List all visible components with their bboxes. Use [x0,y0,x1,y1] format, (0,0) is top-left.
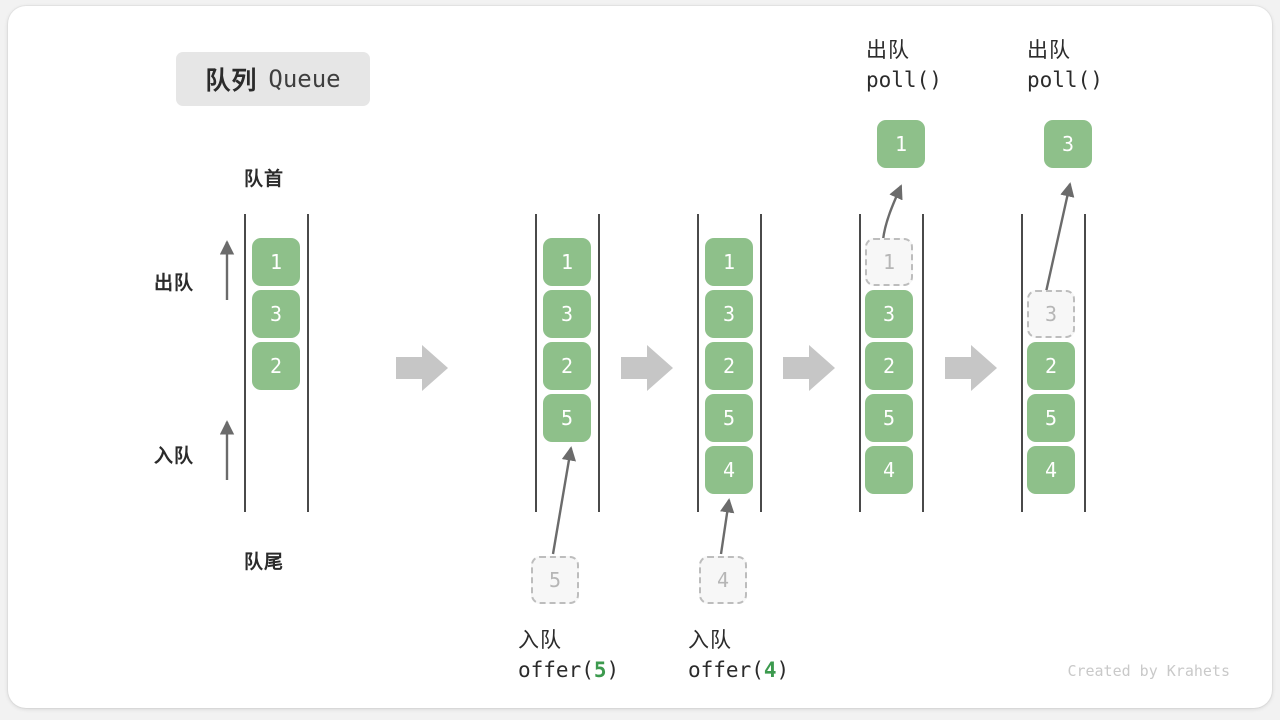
caption-cn: 出队 [866,38,910,62]
rail-right-stage-3 [760,214,762,512]
rail-left-stage-5 [1021,214,1023,512]
dequeue-direction-arrow [219,240,235,300]
incoming-element-placeholder: 4 [699,556,747,604]
enqueue-motion-arrow-stage-2 [551,446,577,555]
diagram-card: 队列 Queue 队首 队尾 出队 入队 1 3 2 [8,6,1272,708]
queue-element: 3 [865,290,913,338]
enqueue-motion-arrow-stage-3 [719,498,735,555]
stage-transition-arrow [396,345,448,391]
popped-element: 3 [1044,120,1092,168]
queue-element: 3 [705,290,753,338]
caption-code: offer(4) [688,657,790,682]
caption-code: offer(5) [518,657,620,682]
credit-text: Created by Krahets [1067,662,1230,680]
rail-right-stage-5 [1084,214,1086,512]
caption-code: poll() [866,67,942,92]
label-enqueue-side: 入队 [154,445,195,467]
rail-right-stage-4 [922,214,924,512]
dequeue-motion-arrow-stage-5 [1044,182,1075,293]
rail-right-stage-1 [307,214,309,512]
label-dequeue-side: 出队 [154,272,195,294]
stage-transition-arrow [945,345,997,391]
caption-cn: 出队 [1027,38,1071,62]
caption-stage-4: 出队 poll() [866,36,942,96]
incoming-element-placeholder: 5 [531,556,579,604]
caption-stage-2: 入队 offer(5) [518,626,619,686]
label-queue-rear: 队尾 [244,551,285,573]
enqueue-direction-arrow [219,420,235,480]
stage-transition-arrow [621,345,673,391]
queue-element: 4 [1027,446,1075,494]
popped-element: 1 [877,120,925,168]
queue-element: 3 [252,290,300,338]
queue-element: 2 [543,342,591,390]
queue-element: 5 [1027,394,1075,442]
label-queue-front: 队首 [244,168,285,190]
caption-stage-3: 入队 offer(4) [688,626,789,686]
caption-stage-5: 出队 poll() [1027,36,1103,96]
title-english: Queue [268,65,341,93]
rail-left-stage-2 [535,214,537,512]
queue-element: 1 [252,238,300,286]
rail-right-stage-2 [598,214,600,512]
queue-element-new: 4 [705,446,753,494]
removed-element-placeholder: 3 [1027,290,1075,338]
rail-left-stage-3 [697,214,699,512]
caption-cn: 入队 [688,628,732,652]
title-chinese: 队列 [205,66,258,95]
caption-cn: 入队 [518,628,562,652]
queue-element: 2 [865,342,913,390]
queue-element: 1 [705,238,753,286]
caption-code: poll() [1027,67,1103,92]
title-badge: 队列 Queue [176,52,370,106]
removed-element-placeholder: 1 [865,238,913,286]
queue-element: 2 [252,342,300,390]
queue-element: 2 [705,342,753,390]
queue-element: 1 [543,238,591,286]
stage-transition-arrow [783,345,835,391]
queue-element: 2 [1027,342,1075,390]
queue-element: 4 [865,446,913,494]
queue-element: 5 [705,394,753,442]
dequeue-motion-arrow-stage-4 [881,184,903,241]
queue-element: 5 [865,394,913,442]
queue-element: 3 [543,290,591,338]
queue-element-new: 5 [543,394,591,442]
rail-left-stage-1 [244,214,246,512]
rail-left-stage-4 [859,214,861,512]
